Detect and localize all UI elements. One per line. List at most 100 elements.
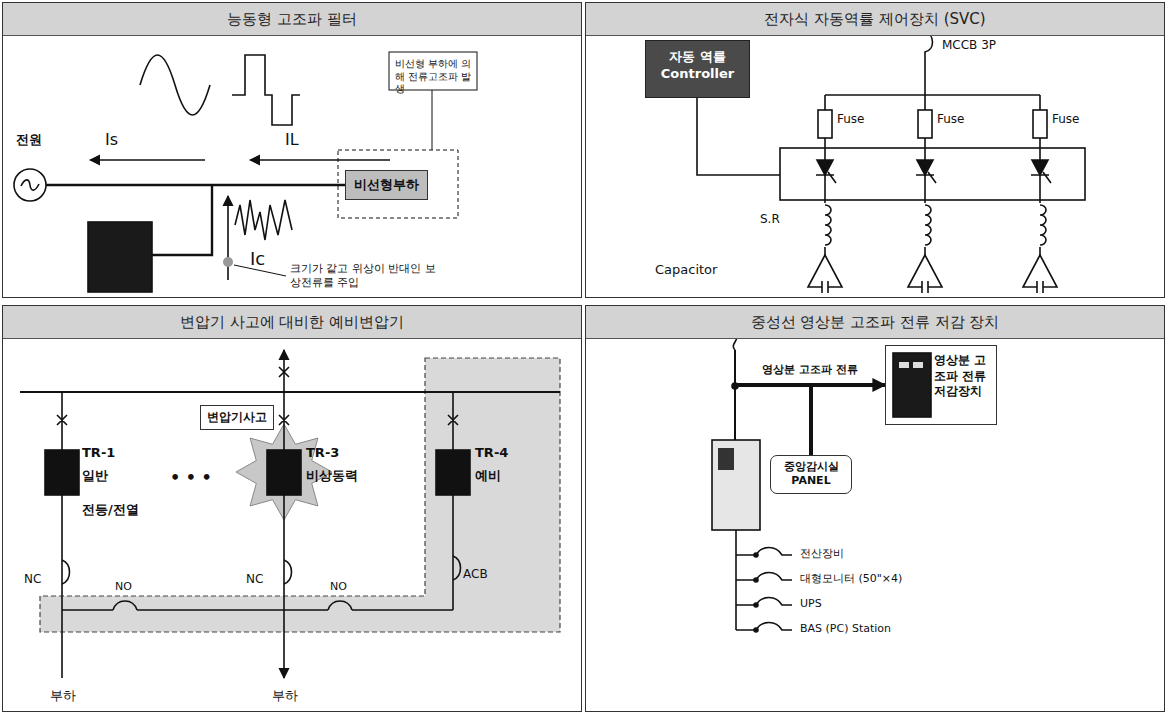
source-symbol [14,169,46,201]
label-text: 부하 [50,688,76,704]
label-text: NO [115,580,132,594]
current-arrow [90,159,205,161]
capacitor-symbol [822,281,828,293]
label-text: Fuse [1052,112,1080,127]
mccb-symbol [925,32,933,95]
thyristor-symbol [917,160,933,175]
load-line [62,495,284,678]
panel-title: 중성선 영상분 고조파 전류 저감 장치 [586,306,1164,339]
branch-stub [735,383,811,387]
label-text: 예비 [475,468,501,484]
capacitor-symbol [1037,281,1043,293]
branch-breaker [736,548,792,633]
transformer [436,450,470,495]
label-text: MCCB 3P [942,38,996,53]
device-detail [913,362,923,368]
label-text: 비선형 부하에 의해 전류고조파 발생 [395,58,479,96]
label-text: Capacitor [655,262,717,278]
compensation-wave [235,200,292,240]
label-text: Ic [250,248,265,271]
label-text: 전등/전열 [82,502,139,518]
thyristor-symbol [816,160,1051,183]
thyristor-symbol [916,172,936,183]
device-box: 영상분 고조파 전류 저감장치 [885,345,997,425]
panel-detail [718,448,734,470]
tie-line [62,609,453,611]
label-text: • • • [170,468,212,488]
panel-tag: 중앙감시실 PANEL [770,455,852,494]
transformer [267,450,301,495]
thyristor-box [780,148,1085,200]
injection-arrow [227,196,229,280]
capacitor-symbol [808,255,1057,293]
spare-transformer-drawing [20,350,560,678]
branch-breaker [754,553,758,557]
branch-breaker [736,548,792,556]
label-text: S.R [760,212,780,227]
thyristor-symbol [1031,172,1051,183]
node-text: 변압기사고 [207,409,267,426]
panel-title: 전자식 자동역률 제어장치 (SVC) [586,3,1164,36]
label-text: Is [105,130,118,150]
panel: 전자식 자동역률 제어장치 (SVC)자동 역률 Controller [585,2,1165,298]
label-text: ACB [463,567,488,582]
capacitor-symbol [1037,282,1043,292]
label-text: UPS [800,597,822,611]
thyristor-symbol [816,172,836,183]
capacitor-symbol [922,281,928,293]
label-text: IL [285,130,299,150]
leader-line [432,90,433,150]
sine-wave [140,55,210,115]
active-filter-drawing [14,52,477,292]
neutral-harmonic-drawing [712,334,931,632]
device-detail [899,362,909,368]
label-text: NC [24,572,41,587]
label-text: 전원 [16,132,42,148]
fuse-symbol [1033,110,1047,138]
dashed-outline [338,150,458,218]
thyristor-symbol [1032,160,1048,175]
node-text: 중앙감시실 PANEL [776,460,846,489]
feeder-line [62,392,453,450]
branch-breaker [754,628,758,632]
label-text: Fuse [937,112,965,127]
panel-title: 능동형 고조파 필터 [3,3,581,36]
branch-breaker [754,578,758,582]
label-text: 크기가 같고 위상이 반대인 보상전류를 주입 [290,262,440,290]
node-text: 비선형부하 [354,176,419,194]
panel-title: 변압기 사고에 대비한 예비변압기 [3,306,581,339]
source-tilde [21,180,39,190]
spare-region [40,358,560,632]
label-text: NO [330,580,347,594]
panel: 능동형 고조파 필터비선형부하 [2,2,582,298]
bus-line [825,94,1040,96]
branch-breaker [736,573,792,581]
label-text: Fuse [837,112,865,127]
label-text: TR-4 [475,445,508,461]
harmonic-arrow [811,385,885,455]
label-text: 부하 [272,688,298,704]
open-breaker [113,601,352,610]
branch-breaker [754,603,758,607]
transformer [45,450,79,495]
svc-drawing [697,32,1085,293]
control-line [697,98,780,175]
breaker-x [279,367,289,377]
fault-callout: 변압기사고 [200,405,274,430]
load-box: 비선형부하 [345,170,428,200]
label-text: TR-3 [306,445,339,461]
fuse-symbol [818,110,832,138]
fuse-symbol [918,110,932,138]
injection-dot [223,257,233,267]
label-text: BAS (PC) Station [800,622,891,636]
phase-line [825,95,1040,255]
reactor-coil [822,203,1046,247]
feeder-line [734,350,736,440]
reduction-device [893,353,931,417]
label-text: 대형모니터 (50"×4) [800,572,902,586]
filter-device [88,222,152,292]
spare-line [452,495,454,610]
